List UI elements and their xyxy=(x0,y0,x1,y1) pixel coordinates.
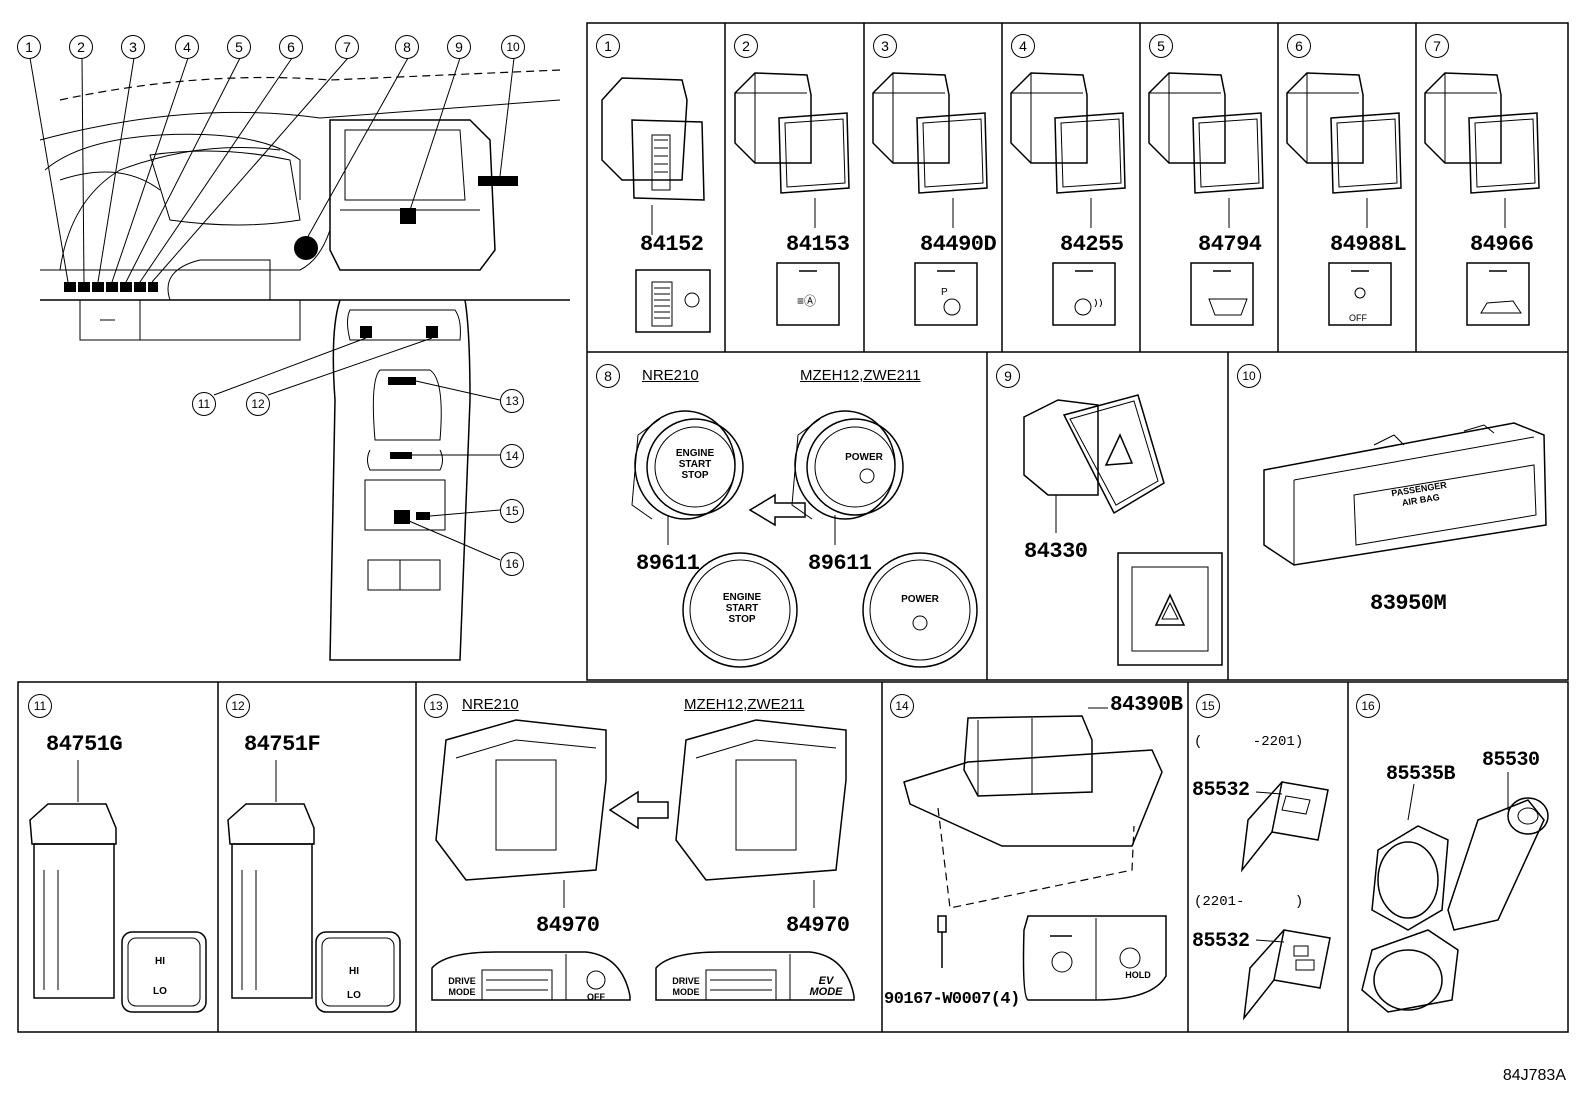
callout-16: 16 xyxy=(500,552,524,576)
callout-11: 11 xyxy=(192,392,216,416)
power-label-large: POWER xyxy=(901,594,939,605)
panel-8-model-a: NRE210 xyxy=(642,367,699,384)
callout-14: 14 xyxy=(500,444,524,468)
panel-8-number: 8 xyxy=(596,364,620,388)
diagram-code: 84J783A xyxy=(1502,1067,1566,1084)
callout-10: 10 xyxy=(501,35,525,59)
panel-12-number: 12 xyxy=(226,694,250,718)
drive-mode-switch-drawing xyxy=(431,719,855,1001)
panel-1-number: 1 xyxy=(596,34,620,58)
usb-port-drawing xyxy=(1240,781,1331,1021)
hazard-switch-drawing xyxy=(1023,394,1223,666)
panel-16-part-number-a: 85535B xyxy=(1386,763,1456,786)
panel-3-part-number: 84490D xyxy=(920,232,997,257)
panel-13-part-number-a: 84970 xyxy=(536,913,600,938)
engine-start-label-large: ENGINE START STOP xyxy=(722,592,762,625)
panel-2-part-number: 84153 xyxy=(786,232,850,257)
airbag-indicator-drawing xyxy=(1263,422,1547,566)
panel-14-part-number: 84390B xyxy=(1110,694,1183,717)
panel-15-range-b: (2201- ) xyxy=(1194,894,1304,910)
seat-hi-b: HI xyxy=(349,966,359,977)
hold-label: HOLD xyxy=(1125,970,1151,980)
callout-9: 9 xyxy=(447,35,471,59)
dashboard-illustration xyxy=(29,57,570,661)
ev-mode-label: EV MODE xyxy=(809,975,843,998)
power-outlet-drawing xyxy=(1361,772,1549,1013)
callout-15: 15 xyxy=(500,499,524,523)
panel-1-part-number: 84152 xyxy=(640,232,704,257)
panel-10-part-number: 83950M xyxy=(1370,591,1447,616)
panel-5-part-number: 84794 xyxy=(1198,232,1262,257)
panel-2-number: 2 xyxy=(734,34,758,58)
panel-14-number: 14 xyxy=(890,694,914,718)
panel-15-range-a: ( -2201) xyxy=(1194,734,1304,750)
svg-text:OFF: OFF xyxy=(1349,313,1367,323)
overview-diagram: 1 2 3 4 5 6 7 8 9 10 11 12 13 14 15 16 xyxy=(0,0,588,682)
seat-lo-a: LO xyxy=(153,986,167,997)
panel-4-number: 4 xyxy=(1011,34,1035,58)
panel-9-part-number: 84330 xyxy=(1024,539,1088,564)
callout-5: 5 xyxy=(227,35,251,59)
power-label-small: POWER xyxy=(845,452,883,463)
callout-12: 12 xyxy=(246,392,270,416)
panel-9-number: 9 xyxy=(996,364,1020,388)
start-buttons-drawing xyxy=(631,410,978,668)
panel-11-part-number: 84751G xyxy=(46,732,123,757)
panel-16-part-number-b: 85530 xyxy=(1482,749,1540,772)
callout-13: 13 xyxy=(500,389,524,413)
callout-2: 2 xyxy=(69,35,93,59)
seat-heater-switch-b-drawing xyxy=(227,760,401,1013)
panel-5-number: 5 xyxy=(1149,34,1173,58)
panel-13-number: 13 xyxy=(424,694,448,718)
panel-15-number: 15 xyxy=(1196,694,1220,718)
switch-drawings-2-7: ≡Ⓐ P OFF xyxy=(734,72,1540,326)
panel-11-number: 11 xyxy=(28,694,52,718)
panel-13-part-number-b: 84970 xyxy=(786,913,850,938)
engine-start-label-small: ENGINE START STOP xyxy=(675,448,715,481)
dimmer-switch-drawing xyxy=(601,77,711,333)
panel-13-model-a: NRE210 xyxy=(462,696,519,713)
panel-16-number: 16 xyxy=(1356,694,1380,718)
panel-6-number: 6 xyxy=(1287,34,1311,58)
seat-hi-a: HI xyxy=(155,956,165,967)
svg-text:≡Ⓐ: ≡Ⓐ xyxy=(797,294,816,308)
panel-8-model-b: MZEH12,ZWE211 xyxy=(800,367,921,384)
panel-12-part-number: 84751F xyxy=(244,732,321,757)
drive-mode-label-b: DRIVE MODE xyxy=(672,976,700,997)
svg-text:P: P xyxy=(941,287,948,298)
callout-8: 8 xyxy=(395,35,419,59)
panel-3-number: 3 xyxy=(873,34,897,58)
panel-15-part-number-b: 85532 xyxy=(1192,930,1250,953)
panel-7-part-number: 84966 xyxy=(1470,232,1534,257)
seat-lo-b: LO xyxy=(347,990,361,1001)
panel-10-number: 10 xyxy=(1237,364,1261,388)
panel-8-part-number-b: 89611 xyxy=(808,551,872,576)
panel-8-part-number-a: 89611 xyxy=(636,551,700,576)
panel-4-part-number: 84255 xyxy=(1060,232,1124,257)
seat-heater-switch-a-drawing xyxy=(29,760,207,1013)
panel-7-number: 7 xyxy=(1425,34,1449,58)
panel-14-bolt-part-number: 90167-W0007(4) xyxy=(884,990,1020,1009)
panel-6-part-number: 84988L xyxy=(1330,232,1407,257)
auto-off-label: OFF xyxy=(587,992,605,1002)
callout-1: 1 xyxy=(17,35,41,59)
callout-7: 7 xyxy=(335,35,359,59)
panel-13-model-b: MZEH12,ZWE211 xyxy=(684,696,805,713)
panel-15-part-number-a: 85532 xyxy=(1192,779,1250,802)
callout-3: 3 xyxy=(121,35,145,59)
drive-mode-label-a: DRIVE MODE xyxy=(448,976,476,997)
callout-4: 4 xyxy=(175,35,199,59)
parking-brake-switch-drawing xyxy=(903,707,1167,1001)
callout-6: 6 xyxy=(279,35,303,59)
